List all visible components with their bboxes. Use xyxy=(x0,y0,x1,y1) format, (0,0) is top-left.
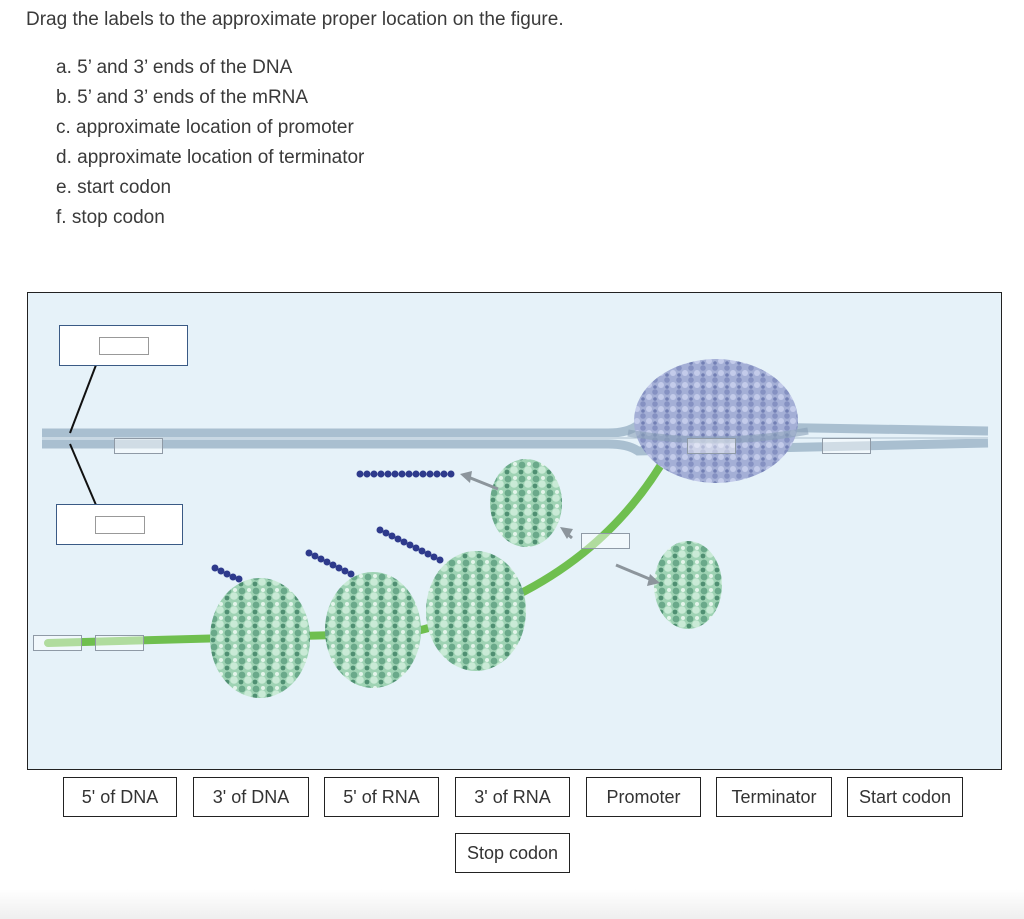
task-item: f. stop codon xyxy=(56,207,165,228)
drop-target-dna-right[interactable] xyxy=(822,438,871,454)
drop-target[interactable] xyxy=(94,515,145,534)
ribosome-2 xyxy=(325,572,421,688)
label-tile-promoter[interactable]: Promoter xyxy=(586,777,701,817)
instructions: Drag the labels to the approximate prope… xyxy=(26,9,564,30)
label-tile-terminator[interactable]: Terminator xyxy=(716,777,832,817)
callout-box-bottom[interactable] xyxy=(56,504,183,545)
label-tile-stop-codon[interactable]: Stop codon xyxy=(455,833,570,873)
task-item: a. 5’ and 3’ ends of the DNA xyxy=(56,57,293,78)
peptide-chain-1 xyxy=(211,564,243,583)
drop-target-mrna-mid[interactable] xyxy=(581,533,630,549)
rna-polymerase xyxy=(627,359,809,483)
arrows xyxy=(460,471,660,586)
task-item: d. approximate location of terminator xyxy=(56,147,365,168)
peptide-chain-2 xyxy=(305,549,355,578)
label-tile-3-of-dna[interactable]: 3' of DNA xyxy=(193,777,309,817)
ribosome-1 xyxy=(210,578,310,698)
drop-target-polymerase[interactable] xyxy=(687,438,736,454)
task-item: e. start codon xyxy=(56,177,172,198)
label-tile-3-of-rna[interactable]: 3' of RNA xyxy=(455,777,570,817)
label-tile-start-codon[interactable]: Start codon xyxy=(847,777,963,817)
transcription-translation-figure xyxy=(27,292,1002,770)
callout-box-top[interactable] xyxy=(59,325,188,366)
task-item: c. approximate location of promoter xyxy=(56,117,354,138)
peptide-chain-3 xyxy=(376,526,444,564)
ribosome-detached-top xyxy=(490,459,562,547)
ribosome-detached-right xyxy=(654,541,722,629)
callout-line-top xyxy=(69,364,97,434)
label-tile-5-of-rna[interactable]: 5' of RNA xyxy=(324,777,439,817)
drop-target-dna-left[interactable] xyxy=(114,438,163,454)
drop-target[interactable] xyxy=(98,336,149,355)
label-tile-5-of-dna[interactable]: 5' of DNA xyxy=(63,777,177,817)
peptide-chain-released xyxy=(356,470,455,478)
task-item: b. 5’ and 3’ ends of the mRNA xyxy=(56,87,309,108)
task-list: a. 5’ and 3’ ends of the DNA b. 5’ and 3… xyxy=(56,53,364,233)
drop-target-mrna-left-1[interactable] xyxy=(33,635,82,651)
ribosome-3 xyxy=(426,551,526,671)
callout-line-bottom xyxy=(69,443,97,506)
drop-target-mrna-left-2[interactable] xyxy=(95,635,144,651)
figure-illustration xyxy=(42,359,989,698)
page-bottom-shade xyxy=(0,889,1024,919)
